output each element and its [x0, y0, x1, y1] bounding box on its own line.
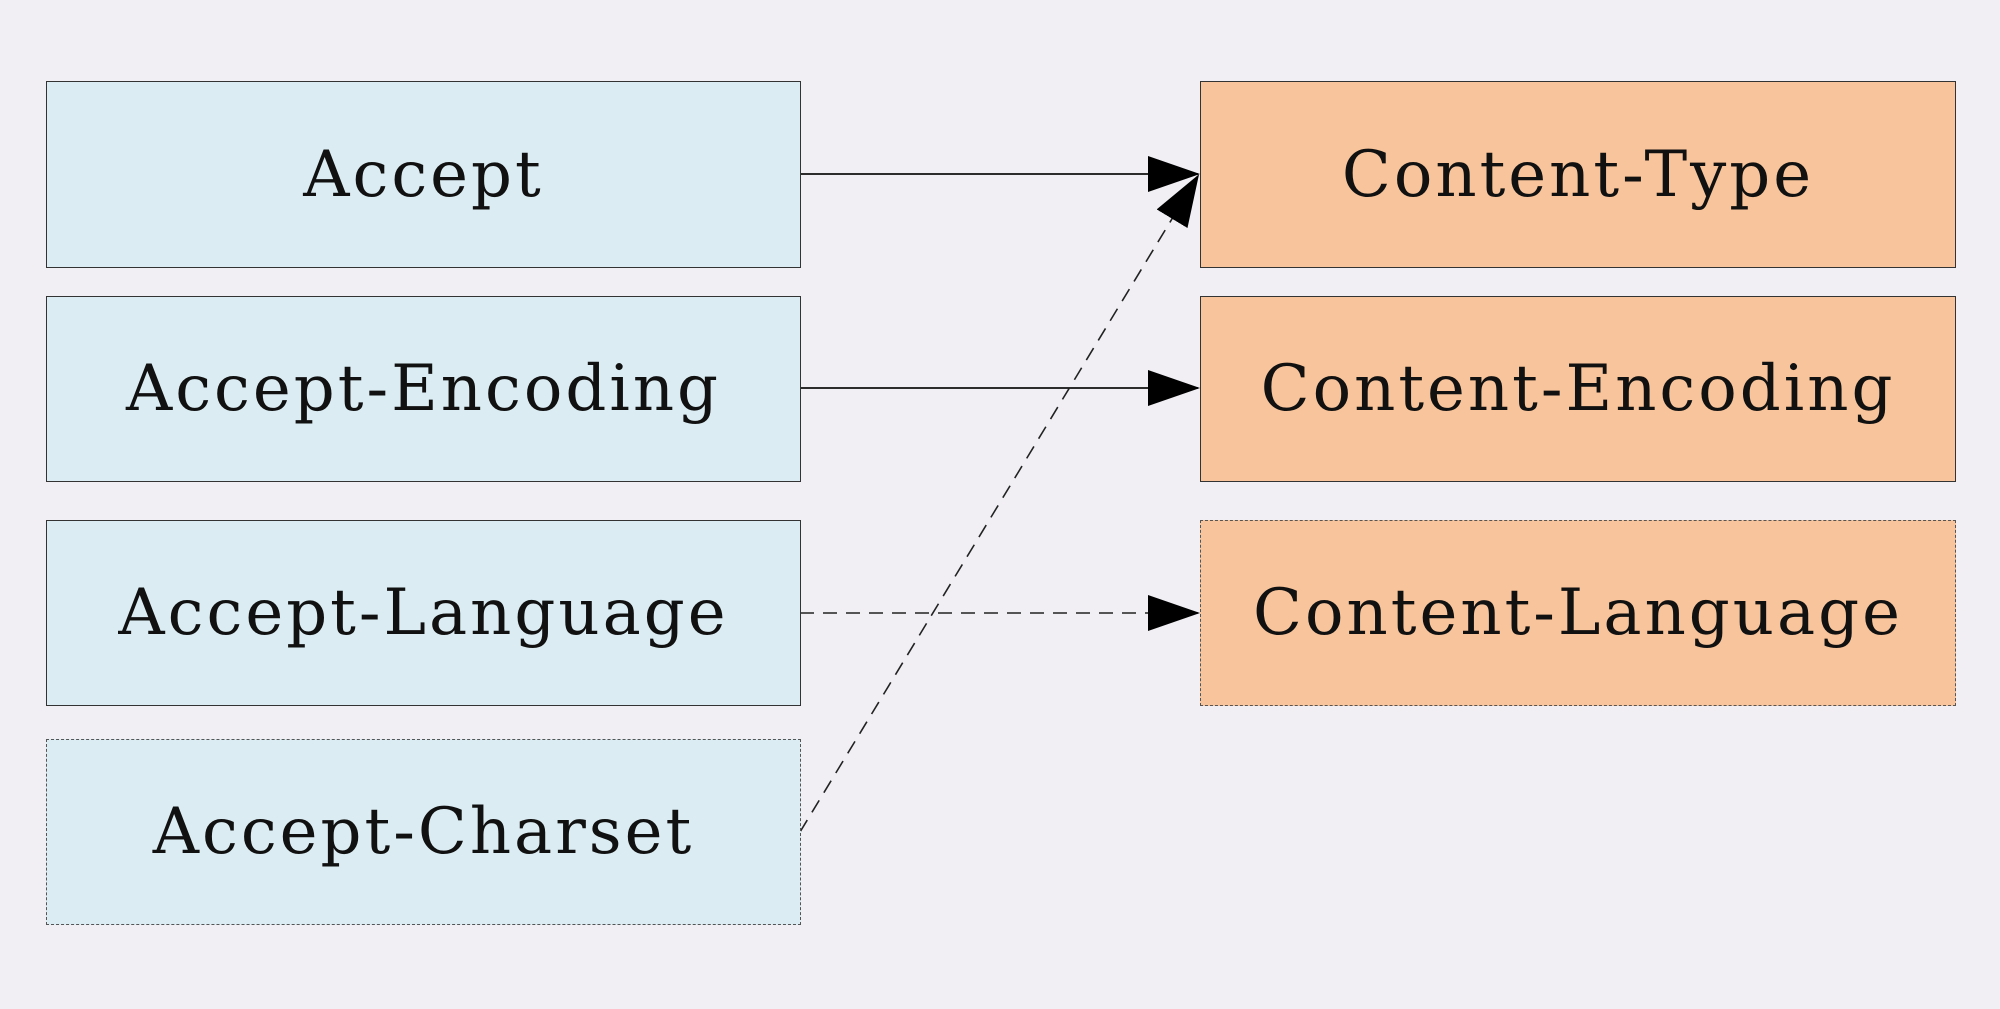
arrow-accept-charset-to-content-type [799, 174, 1200, 833]
node-accept-language-label: Accept-Language [118, 576, 729, 650]
node-accept-encoding: Accept-Encoding [46, 296, 801, 482]
node-accept-charset-label: Accept-Charset [152, 795, 695, 869]
node-accept-charset: Accept-Charset [46, 739, 801, 925]
node-accept-encoding-label: Accept-Encoding [125, 352, 722, 426]
node-content-language-label: Content-Language [1253, 576, 1903, 650]
node-accept: Accept [46, 81, 801, 268]
node-accept-language: Accept-Language [46, 520, 801, 706]
node-content-type: Content-Type [1200, 81, 1956, 268]
node-content-encoding-label: Content-Encoding [1260, 352, 1896, 426]
node-content-type-label: Content-Type [1341, 137, 1815, 212]
node-content-encoding: Content-Encoding [1200, 296, 1956, 482]
node-accept-label: Accept [303, 137, 544, 212]
node-content-language: Content-Language [1200, 520, 1956, 706]
